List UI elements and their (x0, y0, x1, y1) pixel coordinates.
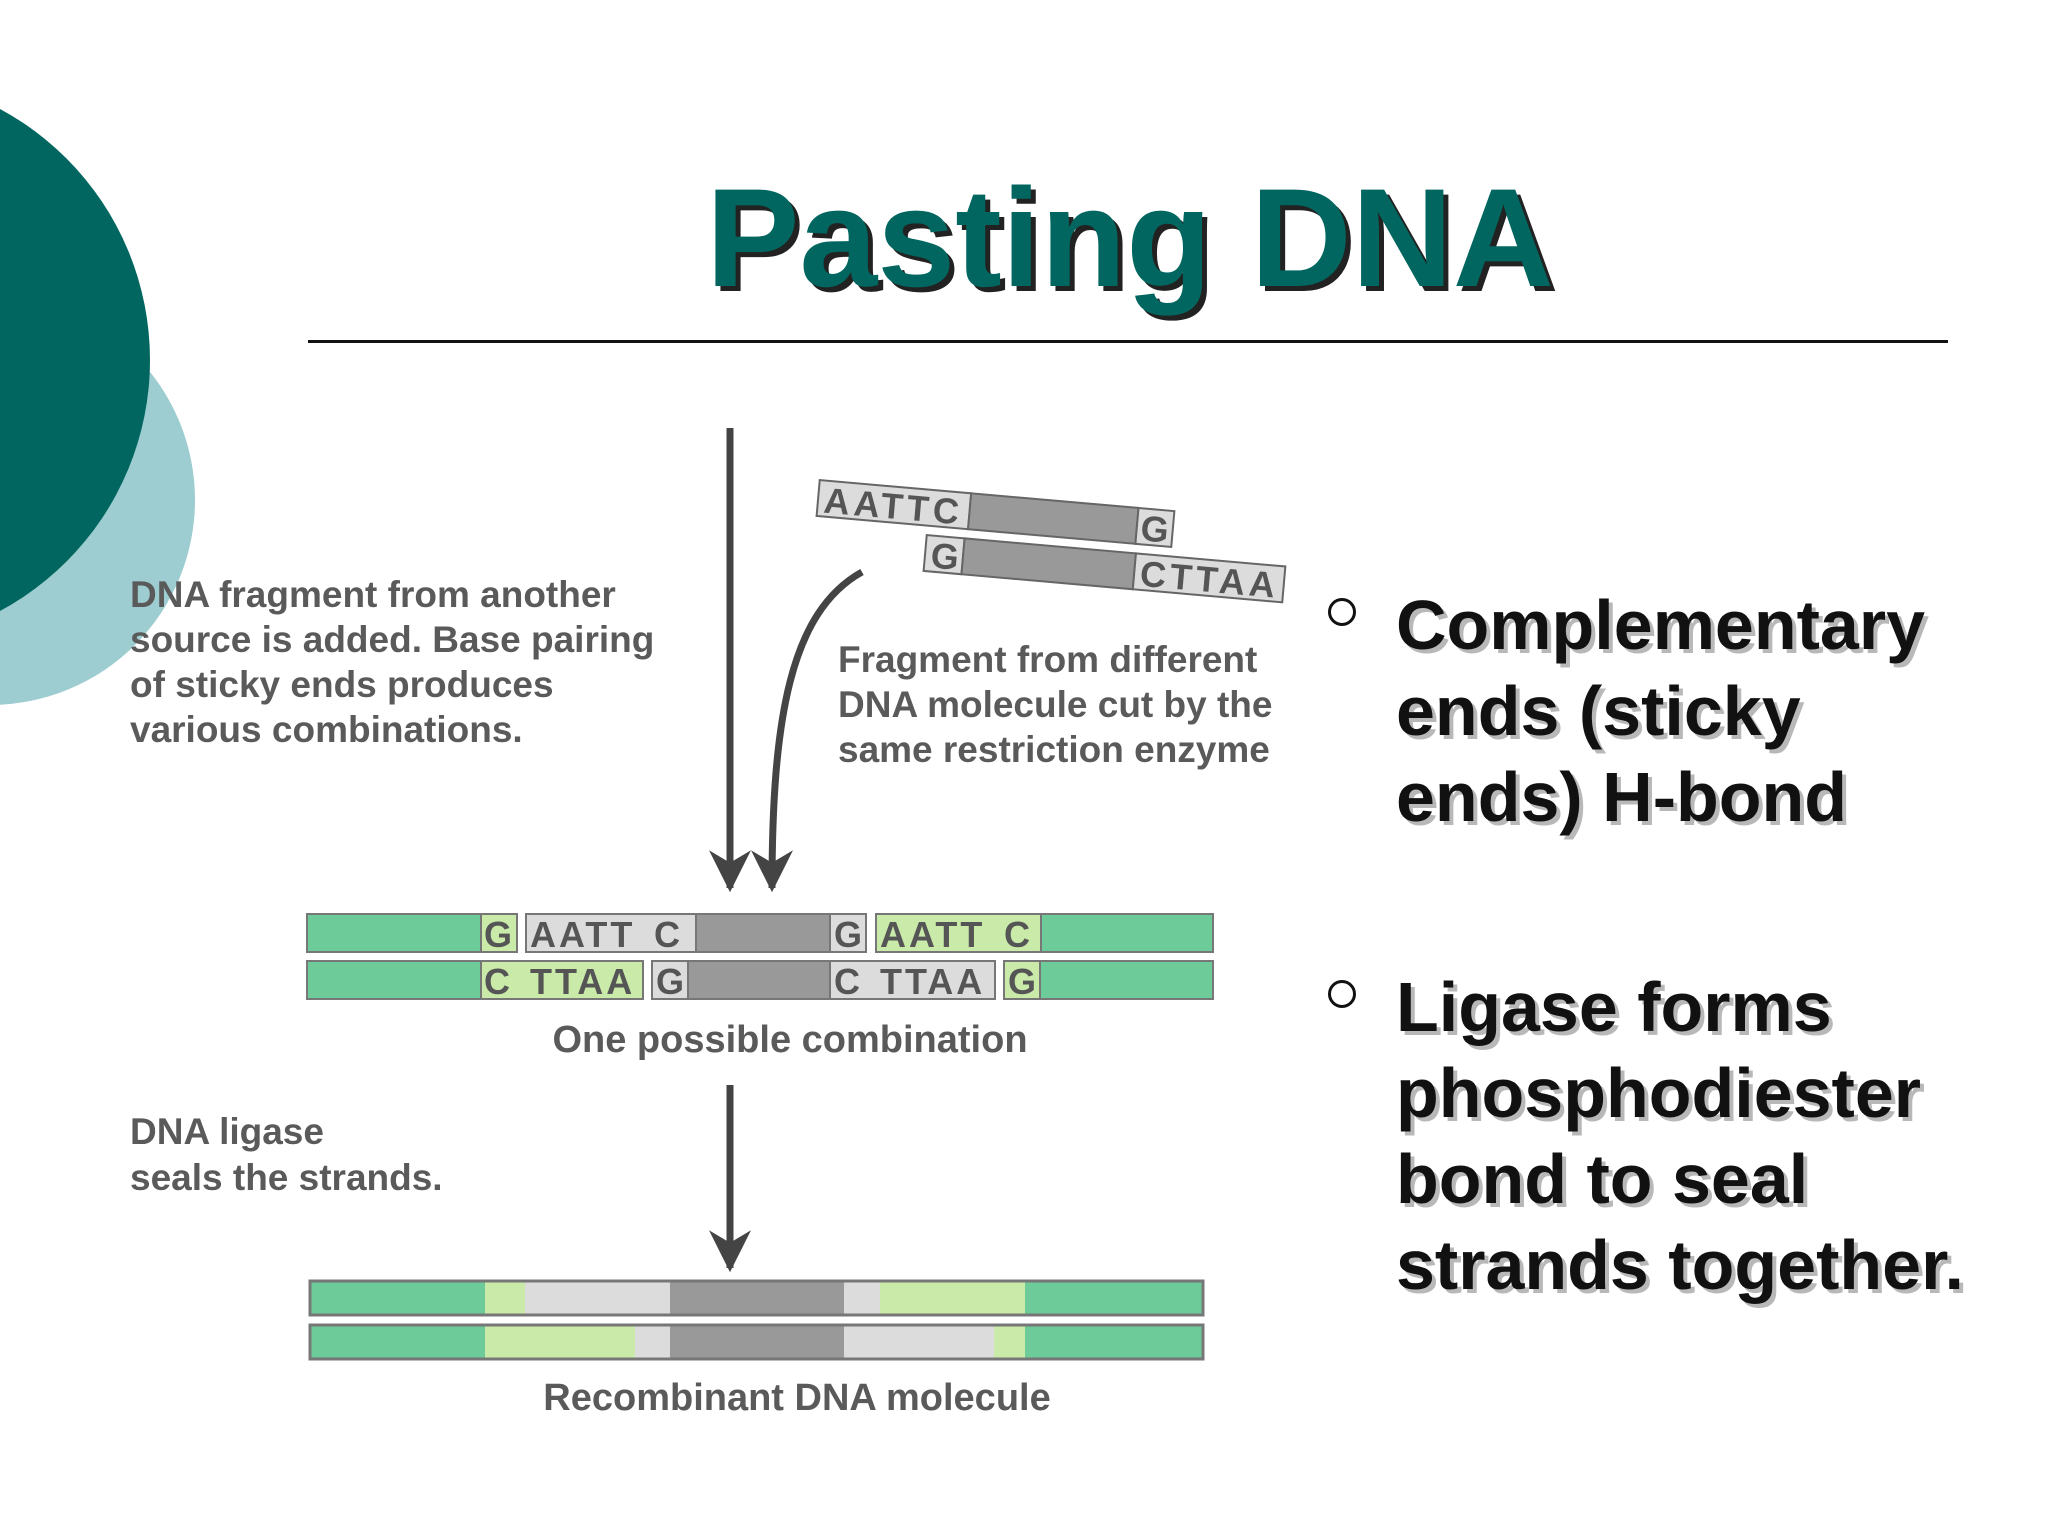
fragment-top-end (1134, 506, 1176, 549)
bullet-line: bond to seal (1396, 1140, 1809, 1218)
combo-base: TTAA (530, 961, 635, 1002)
combo-base: AATT (530, 914, 635, 955)
combo-base: C (484, 961, 510, 1002)
recombinant-caption: Recombinant DNA molecule (543, 1377, 1050, 1419)
combo-bottom-green-left (306, 960, 482, 1000)
combo-top-sticky2 (875, 913, 1042, 953)
bullet-circle-icon (1328, 598, 1356, 626)
recombinant-top-strand (308, 1279, 1205, 1317)
step1-label-line: various combinations. (130, 709, 523, 750)
combo-top-g1-block (480, 913, 518, 953)
combo-bottom-g1-block (651, 960, 689, 1000)
recombinant-bottom-strand (308, 1323, 1205, 1361)
combo-bottom-sticky2 (829, 960, 996, 1000)
title-divider (308, 340, 1948, 343)
combo-base: G (834, 914, 862, 955)
bullet-line: strands together. (1396, 1226, 1964, 1304)
recombinant-bottom-segment (310, 1325, 485, 1359)
bullet-item: Complementary ends (sticky ends) H-bond (1320, 582, 2040, 840)
fragment-top-strand: AATTC G (815, 478, 1176, 551)
pasting-dna-diagram: AATTC G G CTTAA DNA fragment from anothe… (130, 428, 1287, 1419)
fragment-label-line: same restriction enzyme (838, 729, 1270, 770)
recombinant-top-outline (308, 1279, 1205, 1317)
combo-top-insert (695, 913, 831, 953)
fragment-top-body (966, 492, 1140, 545)
fragment-label-line: Fragment from different (838, 639, 1257, 680)
fragment-label: Fragment from different DNA molecule cut… (838, 639, 1283, 770)
step1-label-line: of sticky ends produces (130, 664, 554, 705)
recombinant-bottom-segment (994, 1325, 1025, 1359)
recombinant-top-segment (1025, 1281, 1203, 1315)
bullet-line: phosphodiester (1396, 1054, 1922, 1132)
combo-base: C (834, 961, 860, 1002)
combo-top-sticky1 (525, 913, 697, 953)
combo-bottom-insert (687, 960, 831, 1000)
combo-top-green-right (1040, 913, 1214, 953)
combo-base: C (654, 914, 680, 955)
combo-base: G (656, 961, 684, 1002)
fragment-bottom-left-base: G (929, 535, 960, 578)
fragment-bottom-right-bases: CTTAA (1138, 553, 1280, 606)
curved-arrow (751, 568, 864, 893)
bullet-line: ends) H-bond (1396, 758, 1848, 836)
recombinant-top-segment (880, 1281, 1025, 1315)
fragment-top-left-bases: AATTC (822, 480, 964, 533)
step1-label: DNA fragment from another source is adde… (130, 574, 665, 750)
ligase-label: DNA ligase seals the strands. (130, 1111, 443, 1198)
fragment-bottom-body (960, 537, 1138, 591)
recombinant-bottom-segment (844, 1325, 994, 1359)
recombinant-top-segment (844, 1281, 880, 1315)
bullet-line: Ligase forms (1396, 968, 1832, 1046)
recombinant-top-segment (310, 1281, 485, 1315)
fragment-bottom-sticky-end (1131, 552, 1287, 604)
slide-title: Pasting DNA (706, 159, 1554, 316)
fragment-bottom-strand: G CTTAA (922, 533, 1287, 606)
combo-top-green-left (306, 913, 482, 953)
recombinant-bottom-segment (1025, 1325, 1203, 1359)
combo-bottom-g2-block (1003, 960, 1041, 1000)
step1-label-line: DNA fragment from another (130, 574, 616, 615)
decorative-circles (0, 109, 195, 705)
fragment-top-right-base: G (1139, 507, 1170, 550)
combo-base: AATT (880, 914, 985, 955)
combo-base: G (484, 914, 512, 955)
recombinant-bottom-segment (635, 1325, 670, 1359)
dark-teal-circle (0, 109, 150, 611)
bullet-circle-icon (1328, 980, 1356, 1008)
combo-base: C (1004, 914, 1030, 955)
recombinant-top-segment (670, 1281, 844, 1315)
bullet-item: Ligase forms phosphodiester bond to seal… (1320, 964, 2040, 1308)
combination-top-strand: G AATT C G AATT C (306, 913, 1214, 955)
recombinant-bottom-outline (308, 1323, 1205, 1361)
combo-base: G (1008, 961, 1036, 1002)
fragment-label-line: DNA molecule cut by the (838, 684, 1272, 725)
bullet-line: ends (sticky (1396, 672, 1801, 750)
combo-bottom-green-right (1039, 960, 1214, 1000)
step1-label-line: source is added. Base pairing (130, 619, 654, 660)
bullet-line: Complementary (1396, 586, 1926, 664)
combo-base: TTAA (880, 961, 985, 1002)
combo-bottom-sticky1 (480, 960, 644, 1000)
combination-bottom-strand: C TTAA G C TTAA G (306, 960, 1214, 1002)
combination-caption: One possible combination (552, 1019, 1027, 1061)
bullet-list: Complementary ends (sticky ends) H-bond … (1320, 582, 2040, 1308)
recombinant-bottom-segment (485, 1325, 635, 1359)
recombinant-bottom-segment (670, 1325, 844, 1359)
ligase-label-line: DNA ligase (130, 1111, 324, 1152)
recombinant-top-segment (525, 1281, 670, 1315)
recombinant-top-segment (485, 1281, 525, 1315)
combo-top-g2-block (829, 913, 867, 953)
ligase-label-line: seals the strands. (130, 1157, 443, 1198)
